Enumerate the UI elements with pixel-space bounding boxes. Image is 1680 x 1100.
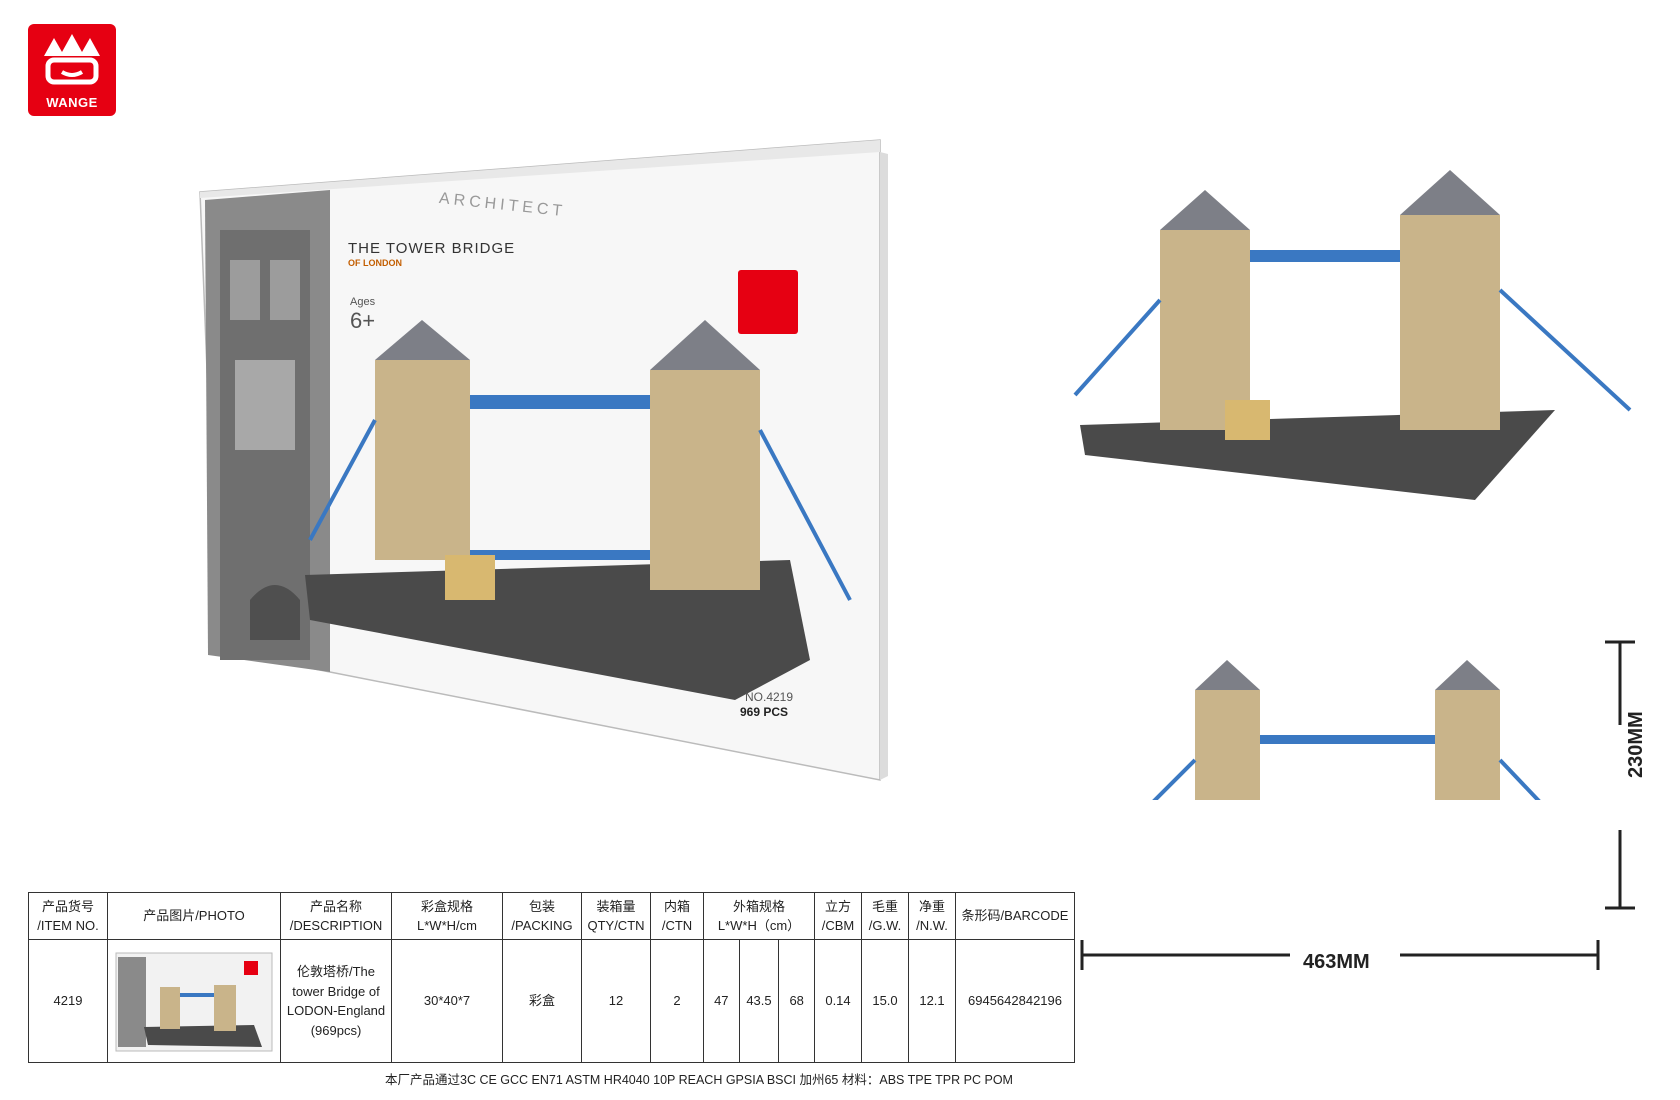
cell-nw: 12.1: [908, 939, 956, 1063]
header-gw: 毛重 /G.W.: [861, 892, 909, 940]
header-description: 产品名称 /DESCRIPTION: [280, 892, 392, 940]
height-label: 230MM: [1625, 711, 1647, 778]
header-item-no: 产品货号 /ITEM NO.: [28, 892, 108, 940]
cell-barcode: 6945642842196: [955, 939, 1075, 1063]
header-packing: 包装 /PACKING: [502, 892, 582, 940]
cell-photo: [107, 939, 281, 1063]
brand-logo: WANGE: [28, 24, 116, 116]
certification-footer: 本厂产品通过3C CE GCC EN71 ASTM HR4040 10P REA…: [385, 1073, 1013, 1087]
product-thumbnail: [115, 952, 273, 1052]
cell-outer-l: 47: [703, 939, 740, 1063]
box-title: THE TOWER BRIDGE: [348, 240, 516, 257]
header-outer-size: 外箱规格 L*W*H（cm）: [703, 892, 815, 940]
cell-cbm: 0.14: [814, 939, 862, 1063]
cell-qty-ctn: 12: [581, 939, 651, 1063]
box-pieces: 969 PCS: [740, 705, 789, 719]
header-inner-ctn: 内箱 /CTN: [650, 892, 704, 940]
crown-icon: [44, 34, 100, 85]
box-ages-value: 6+: [350, 308, 376, 333]
height-dimension-marker: [1605, 640, 1635, 910]
table-header-row: 产品货号 /ITEM NO. 产品图片/PHOTO 产品名称 /DESCRIPT…: [28, 892, 1075, 940]
header-qty-ctn: 装箱量 QTY/CTN: [581, 892, 651, 940]
header-nw: 净重 /N.W.: [908, 892, 956, 940]
cell-description: 伦敦塔桥/The tower Bridge of LODON-England (…: [280, 939, 392, 1063]
brand-name: WANGE: [46, 95, 98, 110]
cell-outer-h: 68: [778, 939, 815, 1063]
cell-item-no: 4219: [28, 939, 108, 1063]
header-photo: 产品图片/PHOTO: [107, 892, 281, 940]
cell-packing: 彩盒: [502, 939, 582, 1063]
cell-gw: 15.0: [861, 939, 909, 1063]
length-dimension-marker: [1080, 940, 1600, 970]
header-box-size: 彩盒规格 L*W*H/cm: [391, 892, 503, 940]
cell-box-size: 30*40*7: [391, 939, 503, 1063]
header-cbm: 立方 /CBM: [814, 892, 862, 940]
length-label: 463MM: [1303, 951, 1370, 973]
product-box-illustration: [199, 139, 1632, 800]
box-subtitle: OF LONDON: [348, 258, 402, 268]
spec-table: 产品货号 /ITEM NO. 产品图片/PHOTO 产品名称 /DESCRIPT…: [28, 892, 1075, 1063]
box-ages-label: Ages: [350, 296, 376, 308]
cell-outer-w: 43.5: [738, 939, 780, 1063]
box-number: NO.4219: [745, 690, 794, 704]
cell-inner-ctn: 2: [650, 939, 704, 1063]
table-row: 4219 伦敦塔桥/The tower Bridge of LODON-Engl…: [28, 939, 1075, 1063]
header-barcode: 条形码/BARCODE: [955, 892, 1075, 940]
